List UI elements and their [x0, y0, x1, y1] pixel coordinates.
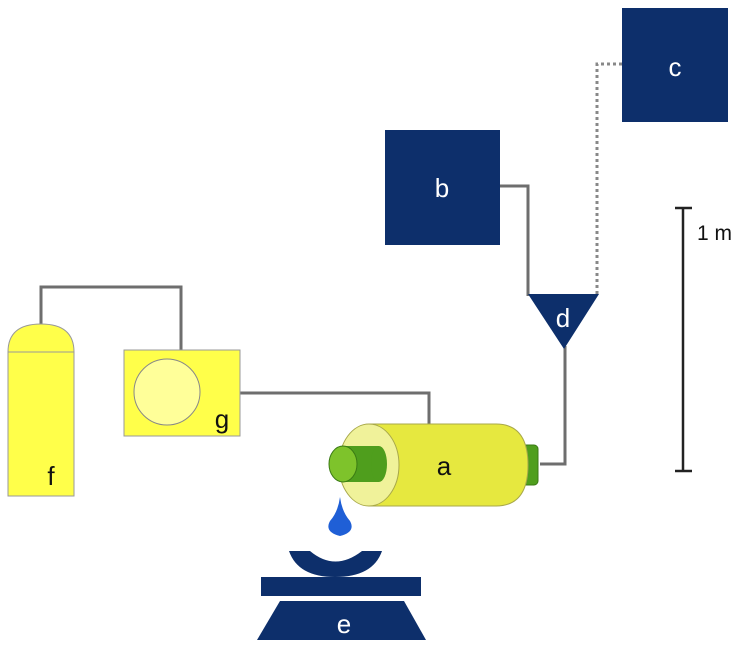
label-b: b: [435, 173, 449, 203]
dotted-link-c-to-d: [595, 62, 622, 296]
funnel-d: [528, 294, 599, 349]
droplet: [328, 497, 352, 536]
pipe-f-to-g: [39, 285, 183, 350]
label-a: a: [437, 451, 452, 481]
balance-base: [257, 601, 426, 640]
label-c: c: [669, 52, 682, 82]
label-g: g: [215, 404, 229, 434]
cylinder-a-body: [368, 423, 529, 507]
rod-left-face: [328, 445, 358, 483]
scale-bar-label: 1 m: [697, 222, 732, 245]
component-b: b: [385, 130, 500, 245]
component-f: f: [7, 323, 75, 497]
pipe-b-to-d: [500, 184, 530, 296]
balance-plate: [261, 577, 421, 596]
box-c: [622, 8, 728, 122]
label-e: e: [337, 609, 351, 639]
cylinder-f-body: [7, 323, 75, 497]
tubing: [39, 184, 567, 466]
label-f: f: [47, 461, 55, 491]
scale-bar: [675, 206, 692, 473]
component-c: c: [622, 8, 728, 122]
component-e: e: [257, 551, 426, 640]
circle-g: [133, 358, 201, 426]
component-d: d: [528, 294, 599, 349]
component-a: a: [328, 423, 539, 507]
rod-left-end: [371, 446, 387, 482]
component-g: g: [123, 349, 241, 437]
box-b: [385, 130, 500, 245]
pipe-d-to-a: [540, 346, 567, 466]
dish-e: [289, 551, 382, 577]
label-d: d: [556, 303, 570, 333]
pipe-g-to-a: [240, 391, 431, 424]
